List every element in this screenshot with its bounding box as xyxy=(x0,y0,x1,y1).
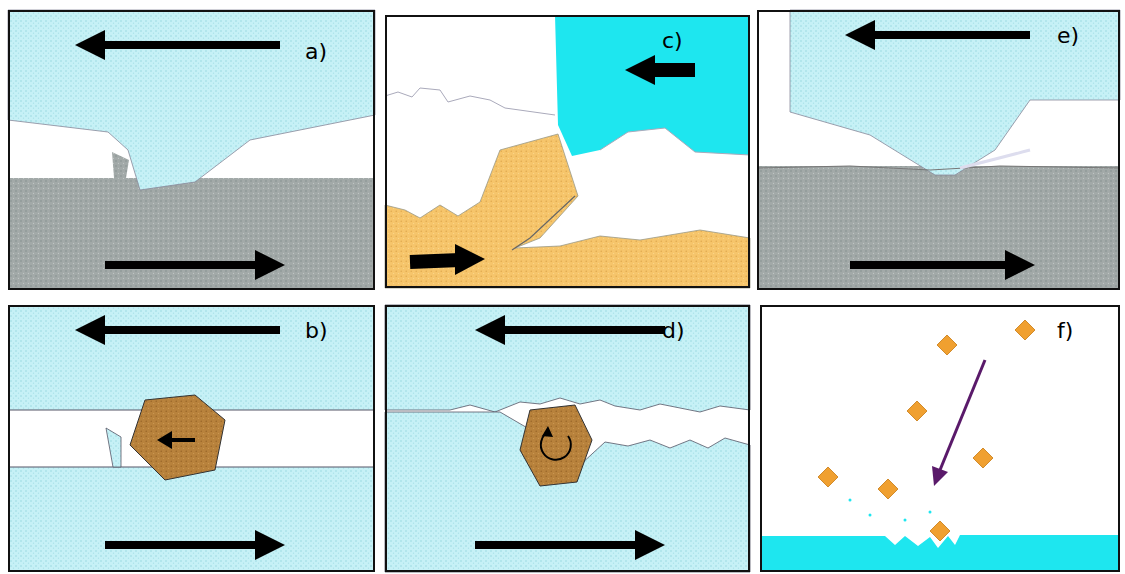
debris-wisp xyxy=(960,150,1030,168)
panel-letter: c) xyxy=(662,29,683,53)
upper-body xyxy=(8,10,375,190)
motion-arrow xyxy=(105,261,260,269)
wear-notch xyxy=(106,428,121,467)
arrow-head xyxy=(157,431,172,449)
panel-b-art xyxy=(8,305,375,572)
arrow-head xyxy=(255,530,285,560)
upper-body xyxy=(8,305,375,410)
upper-body xyxy=(385,305,750,412)
arrow-head xyxy=(255,250,285,280)
panel-letter: f) xyxy=(1057,319,1073,343)
wear-panel: e) xyxy=(757,10,1120,290)
wear-panel: f) xyxy=(760,305,1120,572)
fatigue-crack xyxy=(512,196,575,250)
motion-arrow xyxy=(100,326,280,334)
lower-body xyxy=(8,467,375,572)
lower-body xyxy=(757,166,1120,290)
motion-arrow xyxy=(870,31,1030,39)
rolling-particle xyxy=(520,405,592,486)
erodent-particles xyxy=(818,320,1035,541)
arrow-head xyxy=(845,20,875,50)
arrow-head xyxy=(75,315,105,345)
upper-body xyxy=(555,15,750,156)
panel-f-art xyxy=(760,320,1120,572)
arrow-head xyxy=(475,315,505,345)
panel-letter: e) xyxy=(1057,24,1079,48)
motion-arrow xyxy=(410,260,460,262)
wear-panel: c) xyxy=(385,15,750,288)
wear-panel: a) xyxy=(8,10,375,290)
motion-arrow xyxy=(500,326,665,334)
arrow-head xyxy=(635,530,665,560)
panel-letter: a) xyxy=(305,40,327,64)
panel-d-art xyxy=(385,305,750,572)
arrow-head xyxy=(1005,250,1035,280)
lower-body xyxy=(385,134,750,288)
arrow-head xyxy=(625,55,655,85)
panel-a-art xyxy=(8,10,375,290)
arrow-head xyxy=(455,244,485,275)
panel-letter: d) xyxy=(662,319,685,343)
adhesion-junction xyxy=(112,152,129,178)
lower-body xyxy=(8,178,375,290)
motion-arrow xyxy=(100,41,280,49)
panel-letter: b) xyxy=(305,319,328,343)
wear-panel: b) xyxy=(8,305,375,572)
motion-arrow xyxy=(105,541,260,549)
arrow-head xyxy=(75,30,105,60)
upper-body xyxy=(790,10,1120,175)
wear-panel: d) xyxy=(385,305,750,572)
abrasive-particle xyxy=(130,395,225,480)
panel-c-art xyxy=(385,15,750,288)
motion-arrow xyxy=(650,63,695,77)
motion-arrow xyxy=(475,541,640,549)
panel-e-art xyxy=(757,10,1120,290)
motion-arrow xyxy=(850,261,1010,269)
